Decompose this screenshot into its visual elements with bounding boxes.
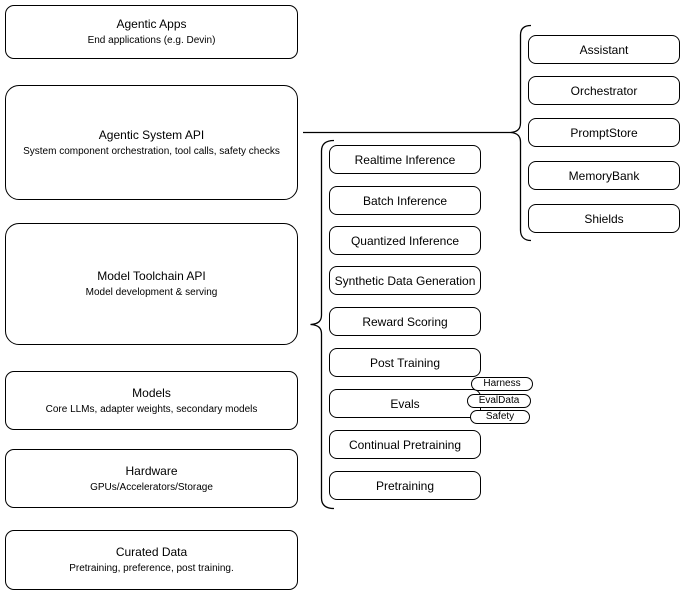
node-post-training: Post Training xyxy=(329,348,481,377)
node-title: Agentic System API xyxy=(98,127,205,142)
node-label: Continual Pretraining xyxy=(348,437,462,452)
node-models: Models Core LLMs, adapter weights, secon… xyxy=(5,371,298,430)
node-memorybank: MemoryBank xyxy=(528,161,680,190)
tag-harness: Harness xyxy=(471,377,533,391)
node-label: Pretraining xyxy=(375,478,435,493)
node-label: Assistant xyxy=(579,42,629,57)
node-label: Realtime Inference xyxy=(354,152,456,167)
node-shields: Shields xyxy=(528,204,680,233)
node-subtitle: Model development & serving xyxy=(85,287,218,298)
node-agentic-system-api: Agentic System API System component orch… xyxy=(5,85,298,200)
node-subtitle: Pretraining, preference, post training. xyxy=(69,563,234,574)
tag-evaldata: EvalData xyxy=(467,394,531,408)
node-subtitle: End applications (e.g. Devin) xyxy=(87,35,216,46)
node-label: Quantized Inference xyxy=(350,233,460,248)
node-realtime-inference: Realtime Inference xyxy=(329,145,481,174)
node-label: Synthetic Data Generation xyxy=(334,273,476,288)
node-title: Hardware xyxy=(125,463,178,478)
node-label: Reward Scoring xyxy=(362,314,448,329)
node-reward-scoring: Reward Scoring xyxy=(329,307,481,336)
node-label: Post Training xyxy=(369,355,441,370)
node-title: Models xyxy=(132,385,171,400)
node-title: Curated Data xyxy=(115,545,188,559)
node-pretraining: Pretraining xyxy=(329,471,481,500)
node-subtitle: System component orchestration, tool cal… xyxy=(23,145,280,157)
node-label: MemoryBank xyxy=(568,168,640,183)
node-curated-data: Curated Data Pretraining, preference, po… xyxy=(5,530,298,590)
node-hardware: Hardware GPUs/Accelerators/Storage xyxy=(5,449,298,508)
node-assistant: Assistant xyxy=(528,35,680,64)
node-label: Batch Inference xyxy=(362,193,448,208)
node-title: Agentic Apps xyxy=(116,17,187,31)
node-evals: Evals xyxy=(329,389,481,418)
node-continual-pretraining: Continual Pretraining xyxy=(329,430,481,459)
node-quantized-inference: Quantized Inference xyxy=(329,226,481,255)
node-subtitle: Core LLMs, adapter weights, secondary mo… xyxy=(45,403,258,415)
node-model-toolchain-api: Model Toolchain API Model development & … xyxy=(5,223,298,345)
node-label: Evals xyxy=(390,396,420,411)
node-synthetic-data-generation: Synthetic Data Generation xyxy=(329,266,481,295)
tag-label: Safety xyxy=(485,411,515,422)
node-label: Orchestrator xyxy=(570,83,638,98)
tag-safety: Safety xyxy=(470,410,530,424)
node-orchestrator: Orchestrator xyxy=(528,76,680,105)
node-label: PromptStore xyxy=(570,125,638,140)
node-subtitle: GPUs/Accelerators/Storage xyxy=(90,481,213,493)
node-label: Shields xyxy=(584,211,624,226)
node-title: Model Toolchain API xyxy=(97,269,206,283)
node-batch-inference: Batch Inference xyxy=(329,186,481,215)
node-promptstore: PromptStore xyxy=(528,118,680,147)
node-agentic-apps: Agentic Apps End applications (e.g. Devi… xyxy=(5,5,298,59)
tag-label: Harness xyxy=(483,378,521,389)
tag-label: EvalData xyxy=(478,395,520,406)
